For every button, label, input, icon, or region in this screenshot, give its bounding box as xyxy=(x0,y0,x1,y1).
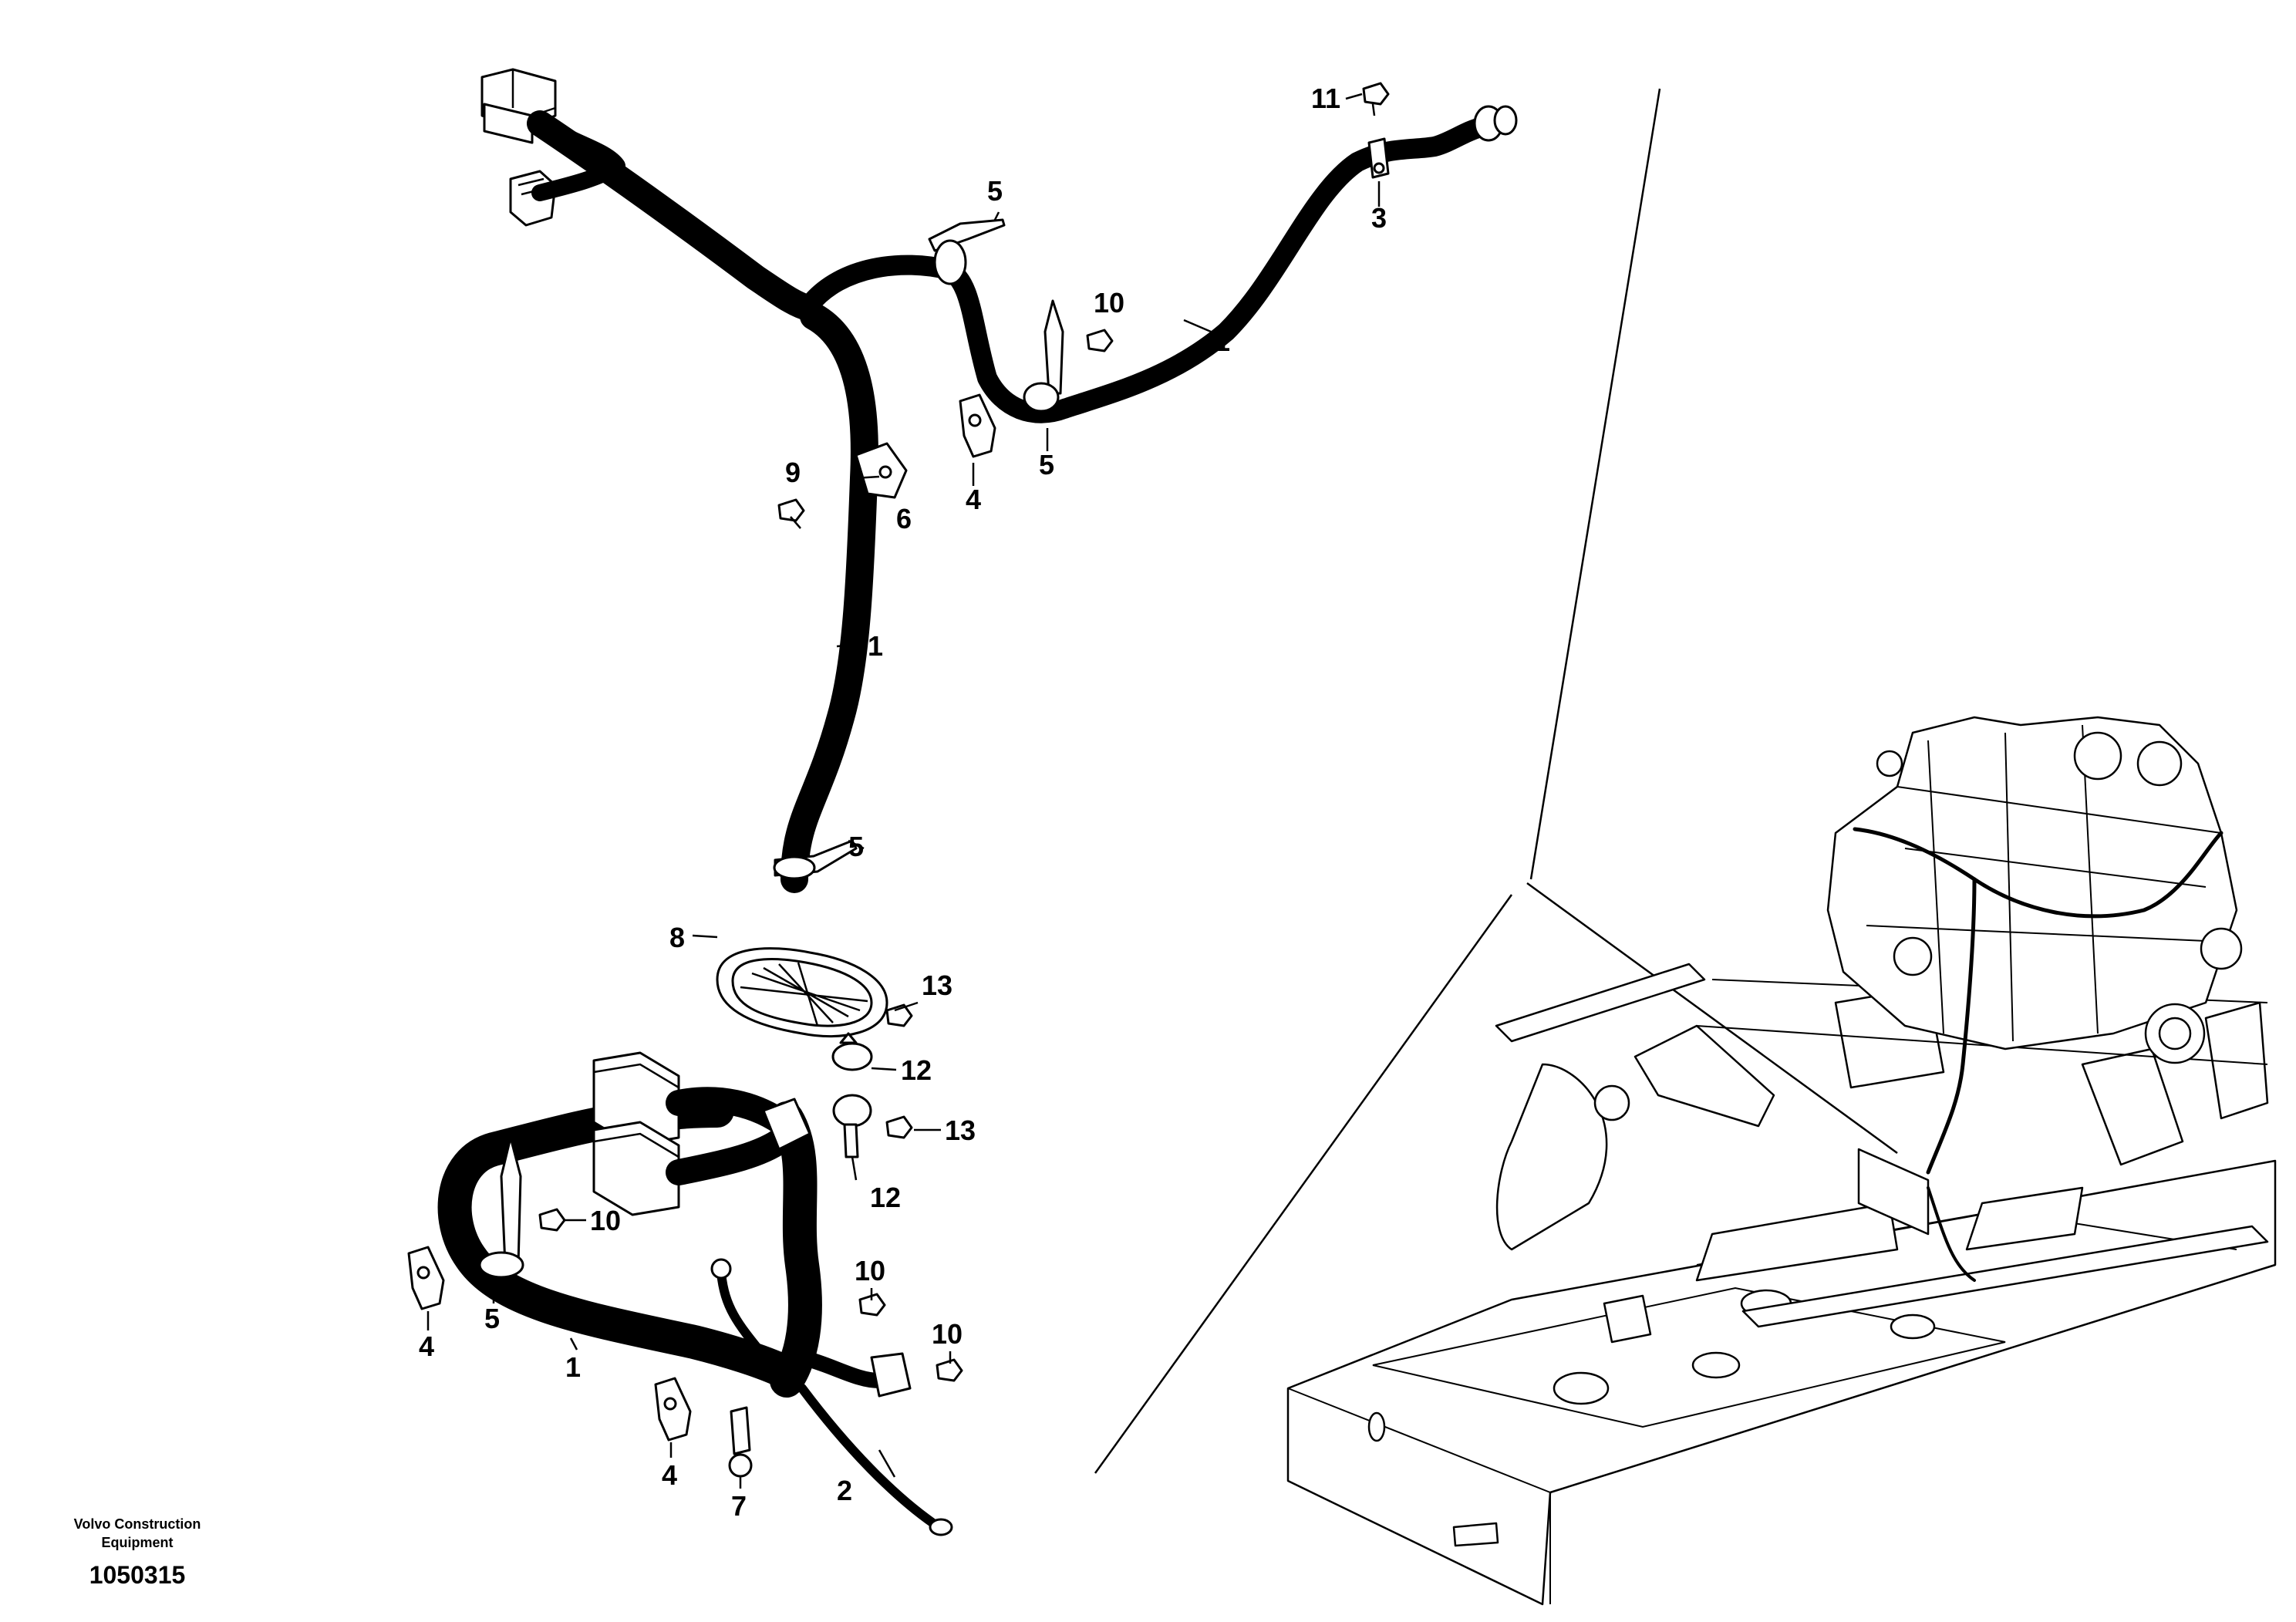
mounting-brackets xyxy=(407,393,996,1442)
leader-lines xyxy=(426,93,1381,1489)
terminal xyxy=(728,1406,753,1478)
callout-13-top: 13 xyxy=(922,969,952,1001)
callout-4-top: 4 xyxy=(966,484,981,515)
fasteners xyxy=(538,82,1390,1382)
callout-8: 8 xyxy=(669,922,685,953)
callout-11: 11 xyxy=(1311,83,1340,114)
publisher-line-1: Volvo Construction xyxy=(74,1516,201,1532)
ground-cable xyxy=(797,1384,953,1536)
callout-labels: 11 3 1 5 10 5 4 6 9 1 5 8 13 12 13 12 10… xyxy=(419,83,1387,1522)
grommet xyxy=(716,947,888,1038)
footer-credit: Volvo Construction Equipment 1050315 xyxy=(74,1516,201,1589)
callout-5-grommet: 5 xyxy=(848,831,864,862)
callout-10-left: 10 xyxy=(590,1205,621,1236)
callout-1-mid: 1 xyxy=(868,630,883,662)
callout-13-bottom: 13 xyxy=(945,1114,976,1146)
callout-5-top: 5 xyxy=(987,175,1003,207)
publisher-line-2: Equipment xyxy=(102,1535,174,1550)
machine-frame-inset xyxy=(1286,716,2277,1606)
callout-10-mid: 10 xyxy=(855,1255,885,1286)
callout-7: 7 xyxy=(731,1490,747,1522)
callout-4-left: 4 xyxy=(419,1330,434,1362)
clips xyxy=(855,137,1390,499)
callout-10-right: 10 xyxy=(932,1318,963,1350)
callout-5-mid: 5 xyxy=(1039,449,1054,481)
document-number: 1050315 xyxy=(89,1561,186,1589)
cable-ties xyxy=(478,218,1064,1279)
callout-3: 3 xyxy=(1371,202,1387,234)
callout-12-bottom: 12 xyxy=(870,1182,901,1213)
callout-10-top: 10 xyxy=(1094,287,1124,319)
callout-1-bottom: 1 xyxy=(565,1351,581,1383)
callout-9: 9 xyxy=(785,457,801,488)
inset-divider xyxy=(1094,88,1898,1474)
callout-2: 2 xyxy=(837,1475,852,1506)
sensor-connector xyxy=(1473,105,1518,142)
callout-1-top: 1 xyxy=(1215,325,1230,357)
hose-clamps xyxy=(831,1032,873,1158)
callout-4-bottom: 4 xyxy=(662,1459,677,1491)
relay-boxes xyxy=(592,1051,811,1216)
callout-5-bottom: 5 xyxy=(484,1303,500,1334)
callout-12-top: 12 xyxy=(901,1054,932,1086)
top-connector-block xyxy=(480,68,557,227)
callout-6: 6 xyxy=(896,503,912,534)
